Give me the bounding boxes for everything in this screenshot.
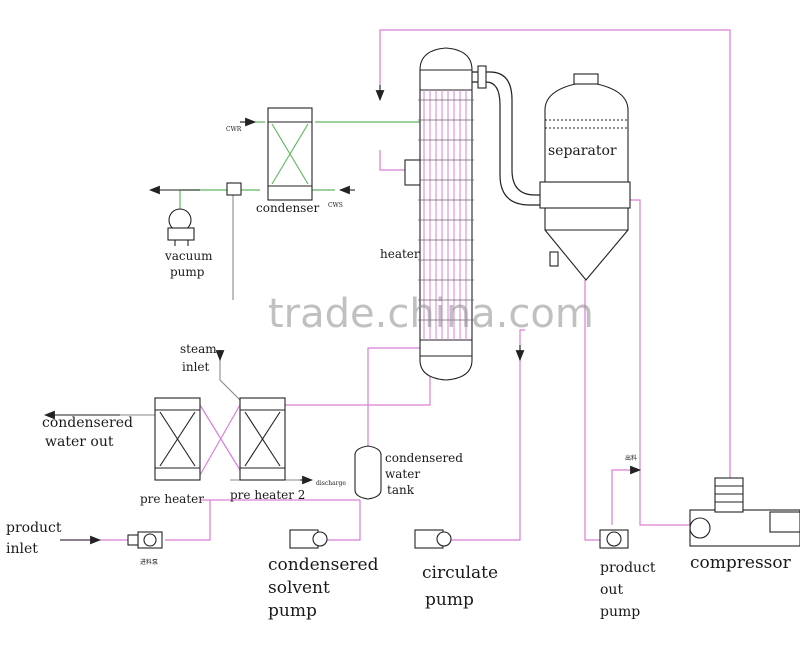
product-out-label-line2: out [600,582,623,598]
vacuum-label-line2: pump [170,265,205,279]
pink-piping [60,29,731,541]
circulate-label-line1: circulate [422,563,498,583]
steam-label-line2: inlet [182,360,210,374]
solvent-pump-label-line2: solvent [268,578,330,598]
circulate-pump-icon [414,529,452,549]
product-out-label-line3: pump [600,604,640,620]
product-out-label-line1: product [600,560,656,576]
cwr-label: CWR [226,126,242,133]
steam-label-line1: steam [180,342,217,356]
flow-arrows [43,85,642,545]
solvent-pump-label-line1: condensered [268,555,379,575]
feed-pump [127,531,163,549]
feed-pump-cn-label: 进料泵 [140,558,158,566]
pre-heater-2 [239,397,286,481]
outlet-cn-label: 出料 [625,454,637,462]
water-tank-label-line3: tank [387,483,415,497]
condensed-water-out-line1: condensered [42,415,133,431]
heater-label: heater [380,247,420,261]
vacuum-label-line1: vacuum [164,249,213,263]
separator-label: separator [548,143,617,159]
condenser-label: condenser [256,201,319,215]
discharge-label: discharge [316,480,346,487]
watermark: trade.china.com [268,291,594,337]
product-inlet-line2: inlet [6,541,38,557]
compressor-unit [689,477,800,547]
pre-heater-label: pre heater [140,492,204,506]
cws-label: CWS [328,202,343,209]
condensed-water-out-line2: water out [45,434,114,450]
water-tank-label-line1: condensered [385,451,463,465]
condenser-unit [226,107,313,201]
vacuum-pump [167,208,195,246]
water-tank-label-line2: water [385,467,420,481]
condensed-water-tank [354,445,382,500]
solvent-pump-label-line3: pump [268,601,317,621]
heater [404,47,545,381]
product-inlet-line1: product [6,520,62,536]
separator-vessel [539,73,631,281]
solvent-pump [289,529,328,549]
compressor-label: compressor [690,553,792,573]
pre-heater-1 [154,397,201,481]
pre-heater-2-label: pre heater 2 [230,488,305,502]
product-out-pump-icon [599,529,629,549]
circulate-label-line2: pump [425,590,474,610]
